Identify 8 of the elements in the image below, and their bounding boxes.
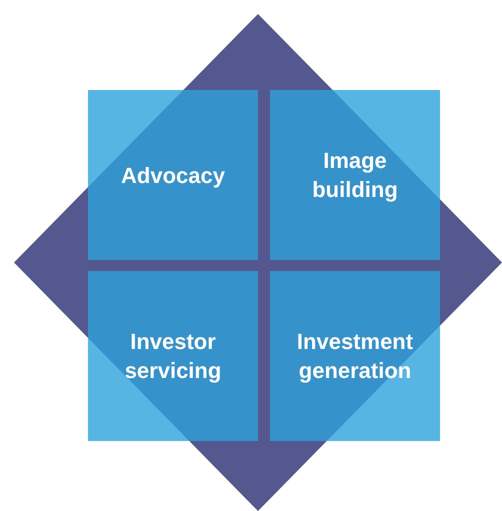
quadrant-label: Advocacy	[121, 162, 225, 190]
quadrant-label: Investor servicing	[124, 328, 222, 385]
quadrant-label: Image building	[311, 147, 399, 204]
quadrant-box	[88, 271, 258, 441]
quadrant-box	[270, 90, 440, 260]
quadrant-label: Investment generation	[296, 328, 414, 385]
quadrant-box	[270, 271, 440, 441]
quadrant-box	[88, 90, 258, 260]
